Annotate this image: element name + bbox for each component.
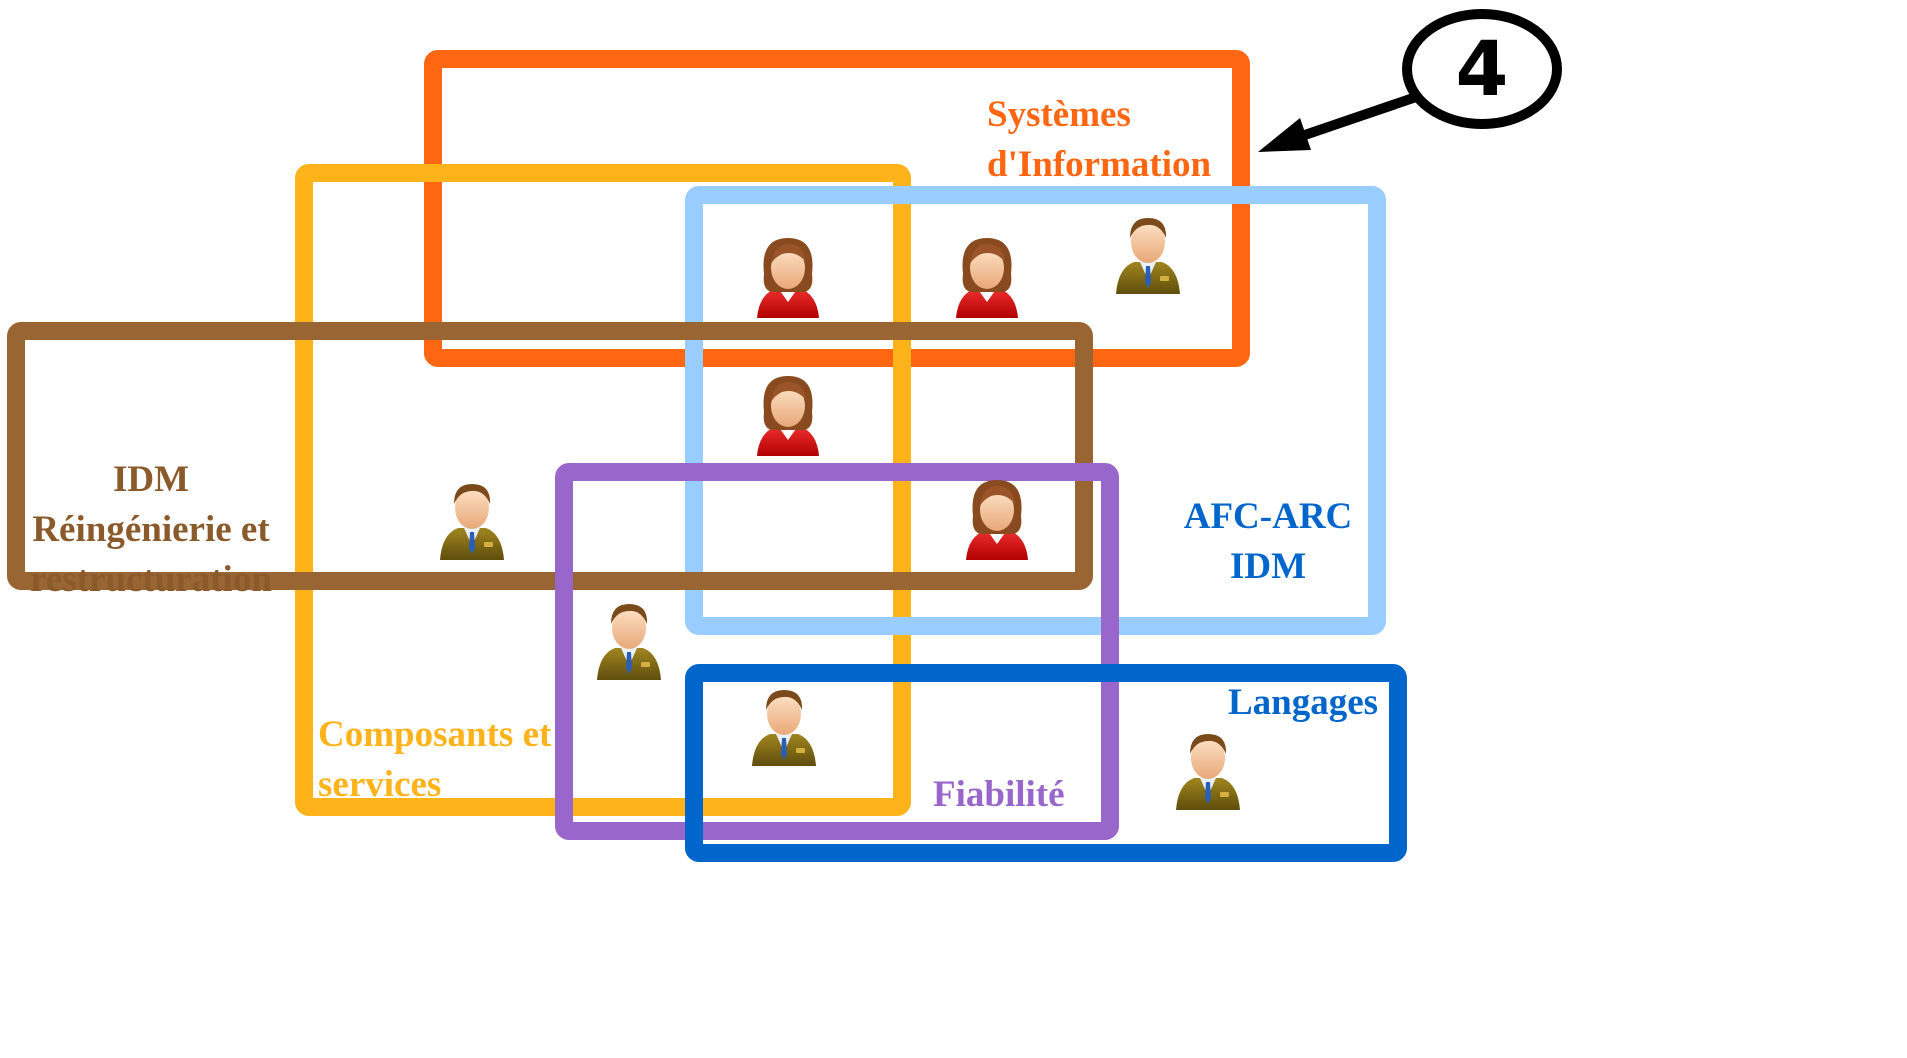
label-line: Composants et bbox=[318, 714, 552, 755]
woman-icon bbox=[757, 238, 819, 318]
man-icon bbox=[440, 484, 504, 560]
label-afc-arc-idm: AFC-ARC IDM bbox=[1168, 492, 1368, 592]
label-systemes-information: Systèmes d'Information bbox=[987, 90, 1211, 190]
woman-icon bbox=[956, 238, 1018, 318]
frame-composants-services bbox=[295, 164, 911, 816]
label-line: services bbox=[318, 763, 442, 805]
label-line: restructuration bbox=[30, 558, 272, 600]
label-line: AFC-ARC bbox=[1183, 496, 1353, 537]
frame-systemes-information bbox=[424, 50, 1250, 367]
label-idm-reingenierie: IDM Réingénierie et restructuration bbox=[20, 455, 282, 605]
frame-afc-arc-idm bbox=[685, 186, 1386, 635]
step-marker-number: 4 bbox=[1456, 24, 1509, 113]
label-composants-services: Composants et services bbox=[318, 710, 551, 810]
label-langages: Langages bbox=[1228, 678, 1378, 728]
step-marker-circle bbox=[1402, 9, 1562, 129]
label-line: Fiabilité bbox=[933, 774, 1065, 815]
label-line: d'Information bbox=[987, 143, 1212, 185]
frame-fiabilite bbox=[555, 463, 1119, 840]
woman-icon bbox=[966, 480, 1028, 560]
man-icon bbox=[1116, 218, 1180, 294]
label-line: IDM bbox=[112, 459, 190, 500]
frame-idm-reingenierie bbox=[7, 322, 1093, 590]
man-icon bbox=[752, 690, 816, 766]
label-fiabilite: Fiabilité bbox=[933, 770, 1065, 820]
pointer-arrow bbox=[1291, 91, 1424, 143]
pointer-arrowhead bbox=[1258, 118, 1311, 152]
label-line: Réingénierie et bbox=[32, 508, 270, 550]
label-line: Langages bbox=[1228, 682, 1379, 723]
woman-icon bbox=[757, 376, 819, 456]
frame-langages bbox=[685, 664, 1407, 862]
man-icon bbox=[1176, 734, 1240, 810]
man-icon bbox=[597, 604, 661, 680]
label-line: Systèmes bbox=[987, 94, 1131, 135]
label-line: IDM bbox=[1229, 545, 1307, 587]
